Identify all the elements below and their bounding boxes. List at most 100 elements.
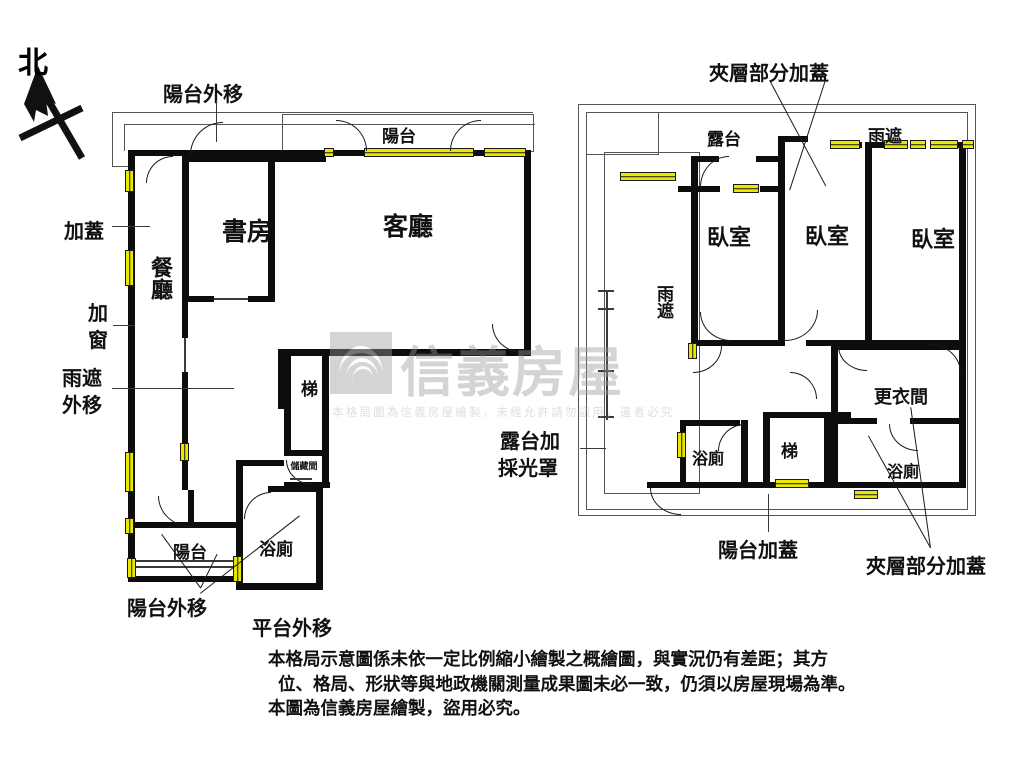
annotation-terrace-skylight-line1: 露台加	[500, 429, 560, 453]
north-arrow-icon	[18, 66, 86, 160]
right-wall-closet-west	[831, 344, 838, 488]
door-left-bath	[244, 492, 271, 519]
north-arrow: 北	[10, 30, 120, 160]
left-wall-west	[128, 150, 135, 582]
right-wall-stairs-west	[763, 412, 770, 482]
leader-terrace-skylight	[580, 448, 606, 450]
room-label-living: 客廳	[383, 212, 434, 241]
left-balcony-extension-step	[112, 140, 135, 167]
room-label-storage: 儲藏間	[290, 462, 318, 472]
room-label-bathroom-right-1: 浴廁	[692, 449, 725, 468]
right-wall-top-a	[691, 156, 719, 162]
left-study-south-opening	[214, 298, 248, 300]
window-left-top-b	[364, 148, 474, 157]
left-balcony-south-line-a	[130, 560, 242, 562]
annotation-roofed: 加蓋	[64, 219, 104, 243]
left-wall-east-living	[524, 150, 531, 355]
left-wall-study-east	[268, 156, 275, 302]
disclaimer: 本格局示意圖係未依一定比例縮小繪製之概繪圖，與實況仍有差距；其方 位、格局、形狀…	[268, 648, 968, 722]
annotation-balcony-relocate-bottom: 陽台外移	[127, 596, 207, 620]
left-storage-wall-south	[284, 482, 330, 488]
left-wall-north-b	[195, 150, 325, 156]
leader-windowed	[113, 325, 135, 327]
left-wall-dining-east-upper	[182, 302, 188, 338]
right-outer-envelope	[578, 104, 976, 516]
annotation-balcony-relocate-top: 陽台外移	[163, 82, 243, 106]
room-label-terrace: 露台	[707, 130, 741, 150]
right-wall-stairs-north	[763, 412, 851, 418]
room-label-bedroom-2: 臥室	[805, 224, 850, 250]
north-label: 北	[18, 46, 48, 81]
left-stairs-wall-south	[284, 450, 329, 456]
leader-eave-relocate	[112, 388, 234, 390]
leader-balcony-roofed	[768, 494, 770, 532]
left-wall-study-west	[182, 156, 189, 302]
annotation-terrace-skylight-line2: 採光罩	[498, 456, 558, 480]
right-wall-closet-east	[959, 344, 966, 488]
right-wall-terrace-top	[678, 186, 720, 192]
window-right-bath2-s	[854, 490, 878, 499]
window-right-stairs-s	[775, 479, 809, 488]
room-label-eave-top: 雨遮	[868, 127, 902, 147]
right-wall-terrace-top2	[760, 186, 784, 192]
window-right-eave-d	[930, 140, 958, 149]
room-label-eave-left: 雨遮	[653, 285, 673, 319]
left-wall-bath-south	[236, 583, 323, 590]
window-left-w6	[180, 443, 189, 461]
room-label-stairs-left: 梯	[297, 380, 317, 397]
left-dining-opening	[184, 338, 186, 372]
left-wall-east-lower	[278, 349, 285, 409]
right-eave-vline	[606, 290, 608, 420]
left-storage-wall-east	[322, 456, 329, 488]
right-wall-top-e	[872, 142, 892, 148]
left-wall-bath-north	[236, 460, 284, 466]
left-wall-study-south-a	[182, 296, 214, 302]
room-label-bedroom-3: 臥室	[911, 227, 956, 253]
leader-roofed	[112, 226, 150, 228]
right-wall-bath2-divider	[910, 418, 966, 424]
window-left-w3	[125, 452, 134, 492]
annotation-windowed: 加窗	[88, 301, 108, 352]
left-wall-study-south-b	[248, 296, 275, 302]
window-left-w7	[233, 556, 242, 582]
right-wall-bath1-north	[680, 420, 740, 426]
annotation-platform-relocate: 平台外移	[252, 616, 332, 640]
left-wall-bath-east	[316, 486, 323, 590]
room-label-bathroom-right-2: 浴廁	[887, 462, 920, 481]
right-wall-bedroom1-west	[691, 156, 698, 346]
annotation-balcony-roofed: 陽台加蓋	[718, 538, 798, 562]
left-wall-study-door-jamb	[274, 156, 326, 162]
room-label-closet: 更衣間	[874, 387, 928, 408]
right-envelope-step	[586, 112, 659, 155]
leader-balcony-relocate-top	[216, 100, 218, 142]
window-left-w4	[125, 518, 134, 534]
right-wall-bath1-south	[647, 482, 748, 488]
annotation-mezzanine-roofed-bottom: 夾層部分加蓋	[866, 554, 986, 578]
left-stairs-wall-east	[322, 352, 329, 456]
window-right-bath1-w	[677, 432, 686, 458]
window-right-terrace-door	[733, 184, 759, 193]
left-balcony-extension-outline	[112, 112, 533, 149]
window-left-top-c	[484, 148, 526, 157]
right-inner-envelope	[586, 112, 968, 510]
right-wall-closet-north	[831, 344, 966, 350]
window-left-w1	[125, 170, 134, 192]
window-right-eave-a	[830, 140, 860, 149]
window-right-terrace	[620, 172, 676, 181]
window-left-w2	[125, 250, 134, 286]
left-wall-balcony-south	[128, 576, 240, 582]
left-wall-south-living	[278, 349, 531, 356]
room-label-bathroom-left: 浴廁	[259, 540, 293, 560]
room-label-study: 書房	[222, 217, 273, 246]
right-wall-bedroom3-east	[959, 142, 966, 346]
left-wall-bath-north-east	[268, 486, 323, 492]
room-label-dining: 餐廳	[147, 256, 173, 300]
disclaimer-line-1: 本格局示意圖係未依一定比例縮小繪製之概繪圖，與實況仍有差距；其方	[268, 650, 828, 670]
right-wall-corridor-south-c	[872, 340, 966, 346]
right-wall-bath1-east	[741, 420, 748, 482]
right-wall-bath2-south	[831, 482, 966, 488]
window-left-w5	[127, 558, 136, 578]
left-stairs-wall-west	[284, 352, 291, 456]
room-label-balcony-bottom: 陽台	[173, 543, 207, 563]
